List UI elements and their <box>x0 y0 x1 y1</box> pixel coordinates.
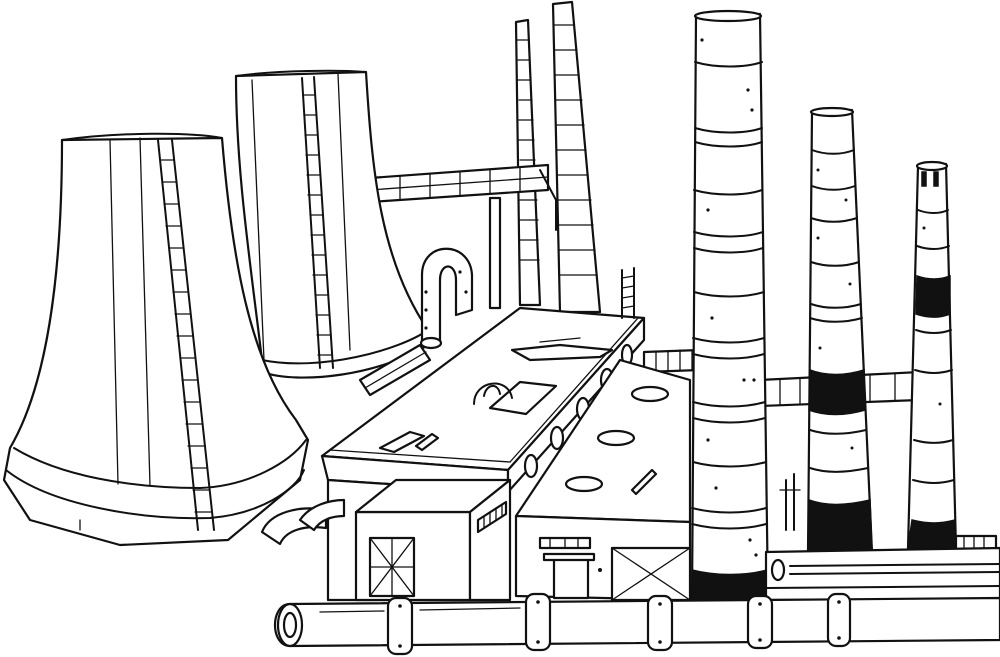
main-hall-building <box>320 267 646 494</box>
annex-building <box>514 358 692 602</box>
back-chimney-right <box>551 0 602 314</box>
back-chimney-left <box>514 18 542 307</box>
elevated-pipe-bridge <box>368 163 557 310</box>
roof-hatches <box>378 337 614 454</box>
foreground-main-pipe <box>273 592 1000 656</box>
cooling-tower-back-ladder <box>301 76 334 369</box>
cooling-tower-back <box>234 69 430 379</box>
curved-duct <box>419 247 474 350</box>
annex-door <box>552 556 590 600</box>
front-block-building <box>326 478 512 602</box>
pipe-flanges <box>386 592 852 656</box>
cooling-tower-front <box>2 132 310 547</box>
cooling-tower-front-ladder <box>157 139 215 531</box>
right-ground-pipes <box>764 546 1000 602</box>
tower-outlet-pipe <box>260 498 346 546</box>
roof-stair <box>621 267 635 319</box>
annex-roof-vents <box>564 385 670 493</box>
chimney-front-tall <box>690 9 770 602</box>
chimney-far-right <box>906 160 958 550</box>
chimney-middle-right <box>806 106 874 554</box>
